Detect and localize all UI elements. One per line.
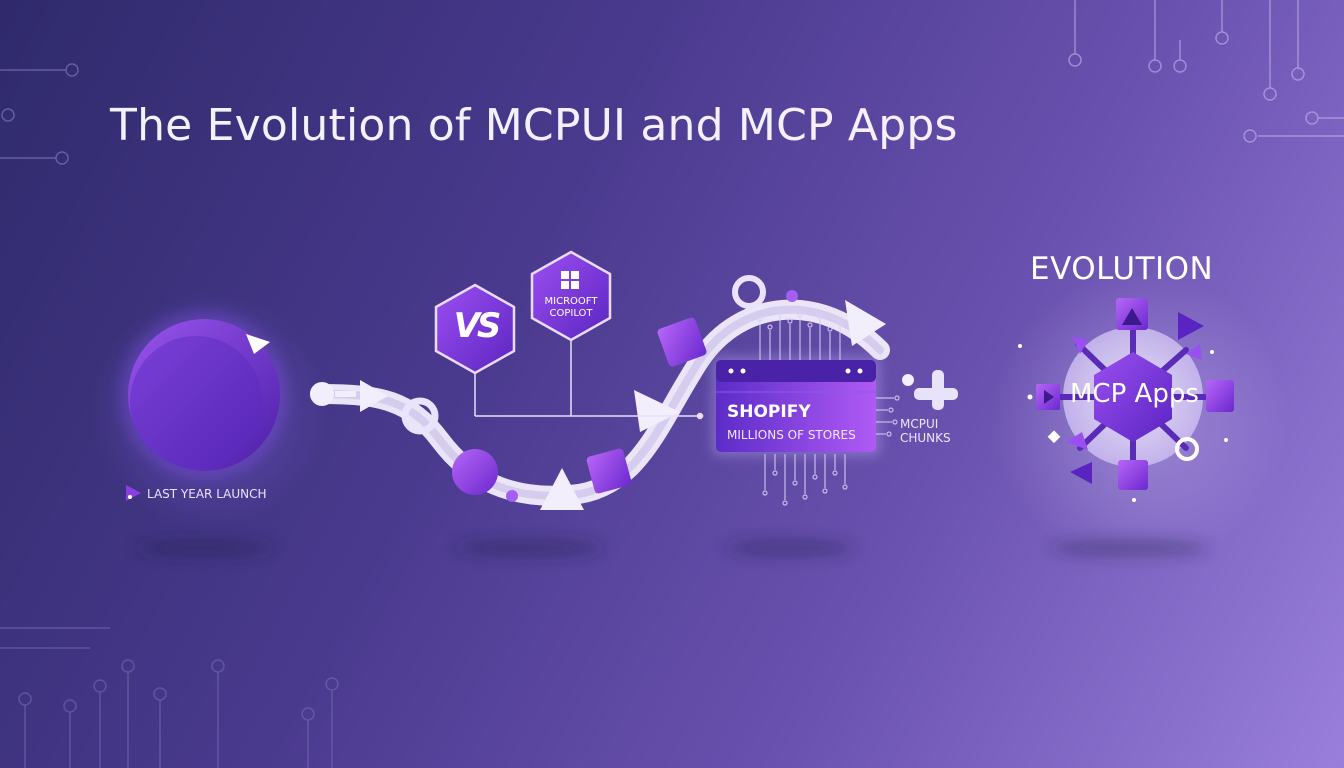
chunks-line1: MCPUI (900, 417, 939, 431)
hub-node-right (1206, 380, 1234, 412)
copilot-label: MICROOFT COPILOT (533, 296, 609, 320)
mcp-apps-hub (1018, 298, 1234, 502)
track-arrow-icon (360, 380, 388, 412)
hub-arrow-icon (1178, 312, 1204, 340)
grid-windows-icon (561, 271, 579, 289)
floor-shadows (135, 541, 1210, 555)
launch-sphere (119, 310, 289, 480)
circuit-decoration-top-left (0, 63, 79, 165)
chunks-line2: CHUNKS (900, 431, 951, 445)
track-arrow-icon-3 (845, 300, 886, 346)
hex-connectors (474, 340, 704, 420)
hex-copilot-badge (530, 250, 612, 342)
shopify-subtitle: MILLIONS OF STORES (727, 428, 856, 442)
shopify-title: SHOPIFY (727, 402, 811, 422)
track-triangle-icon (540, 468, 584, 510)
hub-node-bottom (1118, 460, 1148, 490)
mcpui-chunks-label: MCPUI CHUNKS (900, 417, 951, 445)
plus-icon (914, 370, 958, 410)
circuit-decoration-bottom-left (0, 627, 339, 768)
track-arrow-icon-2 (634, 390, 680, 432)
hex-vs-badge (434, 283, 516, 375)
sphere-arrow-icon (246, 334, 270, 354)
shopify-card (712, 356, 880, 456)
mcp-apps-label: MCP Apps (1070, 379, 1199, 409)
track-nodes (310, 275, 914, 510)
vs-label: VS (453, 306, 502, 346)
copilot-label-line2: COPILOT (549, 308, 593, 319)
evolution-heading: EVOLUTION (1030, 251, 1214, 287)
shopify-circuit-lines (757, 308, 900, 506)
copilot-label-line1: MICROOFT (544, 296, 598, 307)
play-triangle-icon (126, 485, 141, 501)
page-title: The Evolution of MCPUI and MCP Apps (110, 100, 958, 151)
launch-label: LAST YEAR LAUNCH (147, 487, 267, 501)
circuit-decoration-top-right (1068, 0, 1344, 143)
